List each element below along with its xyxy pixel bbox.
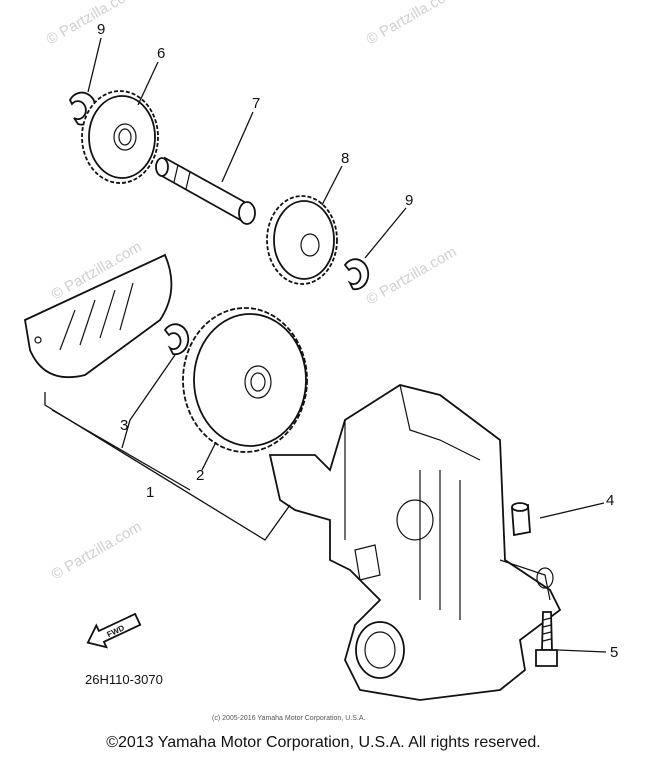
oil-pump-body (268, 384, 562, 701)
callout-9-upper: 9 (97, 21, 105, 38)
gear-part-2 (182, 307, 308, 453)
callout-7: 7 (252, 95, 260, 112)
callout-1: 1 (146, 484, 154, 501)
leader-lines (44, 37, 607, 653)
callout-3: 3 (120, 417, 128, 434)
dowel-part-4 (511, 502, 531, 537)
watermark: © Partzilla.com (49, 518, 145, 583)
circlip-part-3 (163, 323, 190, 356)
gear-part-6 (81, 90, 159, 184)
callout-5: 5 (610, 644, 618, 661)
forward-arrow-icon: FWD (86, 612, 142, 649)
circlip-part-9-lower (343, 258, 370, 291)
callout-8: 8 (341, 150, 349, 167)
watermark: © Partzilla.com (364, 243, 460, 308)
shaft-part-7 (155, 156, 256, 225)
cover-part-1 (23, 253, 173, 379)
callout-9-lower: 9 (405, 192, 413, 209)
watermark: © Partzilla.com (364, 0, 460, 48)
diagram-code: 26H110-3070 (85, 672, 163, 687)
gear-part-8 (266, 195, 338, 285)
callout-2: 2 (196, 467, 204, 484)
watermark: © Partzilla.com (44, 0, 140, 48)
bolt-part-5 (535, 611, 558, 667)
small-copyright: (c) 2005-2016 Yamaha Motor Corporation, … (212, 715, 365, 722)
callout-6: 6 (157, 45, 165, 62)
callout-4: 4 (606, 492, 614, 509)
copyright-footer: ©2013 Yamaha Motor Corporation, U.S.A. A… (106, 734, 541, 751)
